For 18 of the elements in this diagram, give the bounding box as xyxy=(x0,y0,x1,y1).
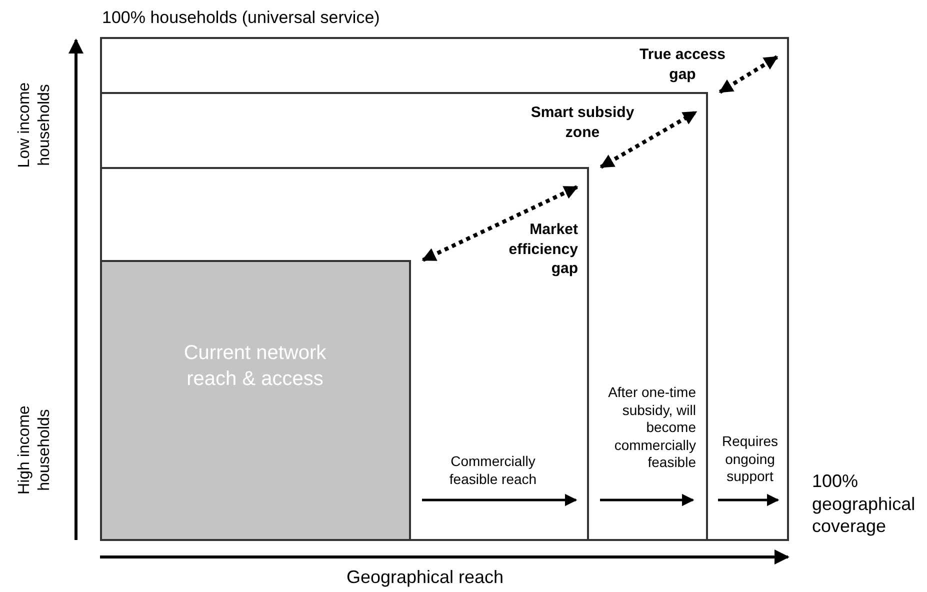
area-label: Current network reach & access xyxy=(182,341,328,392)
zone-label: True access gap xyxy=(638,45,726,84)
area-heading: 100% households (universal service) xyxy=(102,7,381,29)
market-gap-area xyxy=(100,167,589,541)
subsidy-zone-area xyxy=(100,92,708,541)
zone-label: Market efficiency gap xyxy=(508,220,578,278)
column-label: Commercially feasible reach xyxy=(448,453,538,488)
axis-label: Low income households xyxy=(15,81,54,170)
axis-end-label: 100% geographical coverage xyxy=(812,470,916,538)
double-arrow xyxy=(422,185,578,262)
double-arrow xyxy=(600,110,698,169)
zone-label: Smart subsidy zone xyxy=(530,103,636,142)
column-label: Requires ongoing support xyxy=(720,433,780,486)
current-reach-area xyxy=(100,260,411,541)
double-arrow xyxy=(718,55,778,94)
column-label: After one-time subsidy, will become commercially feasible xyxy=(607,384,696,472)
axis-label: High income households xyxy=(15,404,54,496)
axis-label: Geographical reach xyxy=(345,566,505,588)
